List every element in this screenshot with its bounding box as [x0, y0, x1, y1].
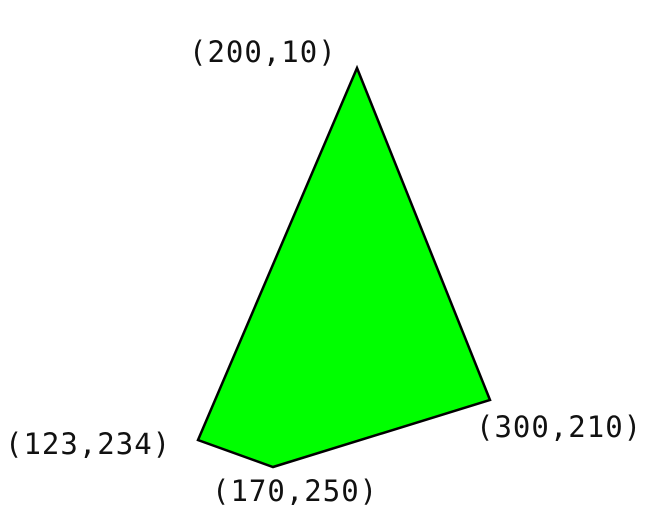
vertex-label-left: (123,234): [5, 427, 171, 461]
vertex-label-right: (300,210): [476, 410, 642, 444]
vertex-label-top: (200,10): [189, 35, 337, 69]
green-quadrilateral: [196, 64, 492, 469]
vertex-label-bottom: (170,250): [212, 474, 378, 508]
